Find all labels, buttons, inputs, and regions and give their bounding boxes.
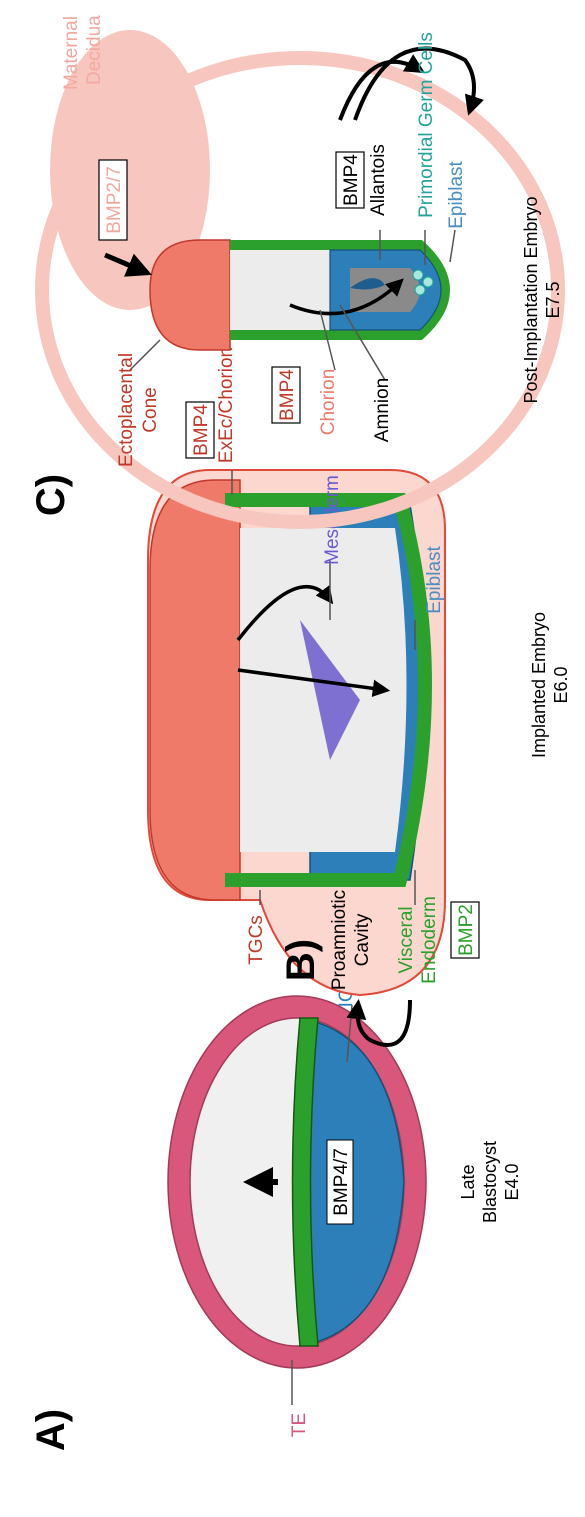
panel-a-blastocyst: BMP4/7 ICM TE Late Blastocyst E4.0 A) bbox=[29, 973, 522, 1452]
amniotic-cavity bbox=[350, 268, 420, 312]
proamniotic-label-2: Cavity bbox=[352, 913, 373, 966]
implanted-caption-1: Implanted Embryo bbox=[529, 612, 549, 758]
allantois-label: Allantois bbox=[368, 144, 389, 216]
maternal-label-1: Maternal bbox=[61, 16, 82, 90]
blastocyst-caption-3: E4.0 bbox=[502, 1163, 522, 1200]
ectoplacental-region bbox=[150, 480, 240, 900]
pgc-label: Primordial Germ Cells bbox=[416, 32, 437, 218]
proamniotic-label-1: Proamniotic bbox=[329, 890, 350, 990]
exec-chorion-label: ExEc/Chorion bbox=[216, 347, 237, 463]
pgc-2 bbox=[423, 277, 433, 287]
bmp4-label-b: BMP4 bbox=[191, 404, 212, 456]
epiblast-label-c: Epiblast bbox=[446, 160, 467, 228]
maternal-label-2: Decidua bbox=[84, 15, 105, 85]
bmp47-label: BMP4/7 bbox=[331, 1148, 352, 1216]
epiblast-leader-c bbox=[450, 230, 455, 262]
pgc-3 bbox=[415, 285, 425, 295]
visceral-label-1: Visceral bbox=[396, 906, 417, 973]
post-implantation-caption-2: E7.5 bbox=[543, 281, 563, 318]
panel-c-letter: C) bbox=[29, 474, 73, 516]
blastocyst-caption-2: Blastocyst bbox=[480, 1141, 500, 1223]
ectoplacental-cone bbox=[150, 240, 230, 350]
bmp4-allantois-label: BMP4 bbox=[341, 154, 362, 206]
panel-b-letter: B) bbox=[279, 939, 323, 981]
amnion-label: Amnion bbox=[372, 378, 393, 442]
pgc-1 bbox=[413, 270, 423, 280]
epiblast-label-b: Epiblast bbox=[424, 545, 445, 613]
bmp4-chorion-label: BMP4 bbox=[277, 369, 298, 421]
visceral-label-2: Endoderm bbox=[419, 896, 440, 984]
chorion-label: Chorion bbox=[318, 369, 339, 436]
ectoplacental-label-2: Cone bbox=[140, 387, 161, 432]
panel-b-implanted: TGCs Proamniotic Cavity Visceral Endoder… bbox=[148, 347, 571, 1045]
post-implantation-caption-1: Post-Implantation Embryo bbox=[521, 196, 541, 403]
implanted-caption-2: E6.0 bbox=[551, 666, 571, 703]
blastocyst-caption-1: Late bbox=[458, 1164, 478, 1199]
panel-c-post-implantation: Ectoplacental Cone BMP4 Chorion Amnion B… bbox=[29, 15, 563, 522]
tgcs-label: TGCs bbox=[246, 915, 267, 965]
panel-a-letter: A) bbox=[29, 1409, 73, 1451]
bmp27-label: BMP2/7 bbox=[104, 166, 125, 234]
te-label: TE bbox=[289, 1413, 310, 1437]
curved-arrow-b bbox=[358, 1000, 411, 1045]
ectoplacental-label-1: Ectoplacental bbox=[116, 353, 137, 467]
bmp2-label: BMP2 bbox=[456, 904, 477, 956]
